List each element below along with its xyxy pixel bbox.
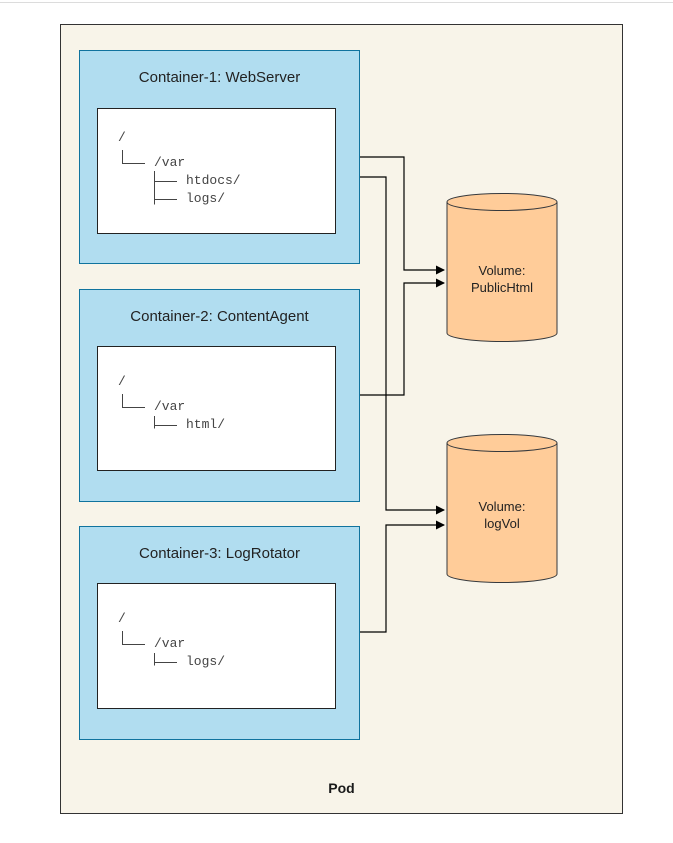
filesystem-box: [97, 346, 336, 471]
volume-publichtml-cylinder: [446, 193, 558, 342]
filesystem-box: [97, 583, 336, 709]
pod-label: Pod: [328, 780, 355, 796]
connector-webserver-logs-to-logvol: [360, 176, 445, 515]
container-title: Container-2: ContentAgent: [130, 308, 309, 325]
tree-dir-logs: logs/: [186, 654, 226, 669]
volume-label-line1: Volume:: [478, 263, 526, 278]
volume-label-line2: PublicHtml: [470, 280, 534, 295]
top-divider: [0, 2, 673, 3]
container-webserver[interactable]: Container-1: WebServer: [79, 50, 360, 264]
container-title: Container-1: WebServer: [138, 69, 301, 86]
tree-root: /: [118, 374, 126, 389]
tree-branches-container-3: [122, 631, 177, 666]
tree-branches-container-2: [122, 394, 177, 429]
tree-dir-htdocs: htdocs/: [186, 173, 241, 188]
volume-logvol-cylinder: [446, 434, 558, 583]
filesystem-box: [97, 108, 336, 234]
container-contentagent[interactable]: Container-2: ContentAgent: [79, 289, 360, 502]
container-logrotator[interactable]: Container-3: LogRotator: [79, 526, 360, 740]
tree-root: /: [118, 611, 126, 626]
volume-label-line2: logVol: [484, 516, 520, 531]
container-title: Container-3: LogRotator: [139, 545, 300, 562]
connector-contentagent-to-publichtml: [360, 278, 445, 396]
volume-publichtml-label[interactable]: Volume: PublicHtml: [447, 262, 557, 296]
volume-label-line1: Volume:: [478, 499, 526, 514]
tree-dir-var: /var: [154, 636, 186, 651]
tree-dir-var: /var: [154, 155, 186, 170]
connector-logrotator-to-logvol: [360, 520, 445, 633]
volume-logvol-label[interactable]: Volume: logVol: [447, 498, 557, 532]
connector-webserver-htdocs-to-publichtml: [360, 156, 445, 275]
tree-dir-logs: logs/: [186, 191, 226, 206]
tree-dir-html: html/: [186, 417, 226, 432]
tree-dir-var: /var: [154, 399, 186, 414]
tree-root: /: [118, 130, 126, 145]
tree-branches-container-1: [122, 150, 177, 205]
